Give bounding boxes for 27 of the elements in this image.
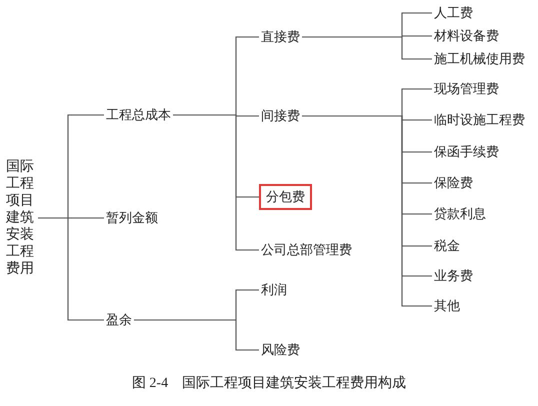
node-label: 人工费 [432, 4, 475, 22]
node-label: 利润 [259, 281, 289, 299]
node-label: 直接费 [259, 28, 302, 46]
highlight-box: 分包费 [259, 184, 312, 210]
node-label: 税金 [432, 237, 462, 255]
tree-connector [173, 114, 259, 251]
figure-caption: 图 2-4 国际工程项目建筑安装工程费用构成 [130, 374, 408, 392]
tree-connector [134, 319, 259, 351]
node-label: 保险费 [432, 174, 475, 192]
node-label: 其他 [432, 297, 462, 315]
node-label: 材料设备费 [432, 27, 501, 45]
node-label: 公司总部管理费 [259, 241, 354, 259]
node-label: 间接费 [259, 107, 302, 125]
node-label: 业务费 [432, 267, 475, 285]
node-label: 施工机械使用费 [432, 50, 527, 68]
tree-connector [38, 217, 104, 321]
node-label: 现场管理费 [432, 80, 501, 98]
node-label: 风险费 [259, 341, 302, 359]
node-label: 临时设施工程费 [432, 111, 527, 129]
node-label: 国际工程项目建筑安装工程费用 [4, 158, 38, 278]
node-label: 保函手续费 [432, 143, 501, 161]
tree-connector [302, 36, 432, 60]
node-label: 贷款利息 [432, 205, 488, 223]
node-label: 工程总成本 [104, 106, 173, 124]
node-label: 暂列金额 [104, 209, 160, 227]
node-label: 盈余 [104, 311, 134, 329]
tree-connector [302, 115, 432, 307]
